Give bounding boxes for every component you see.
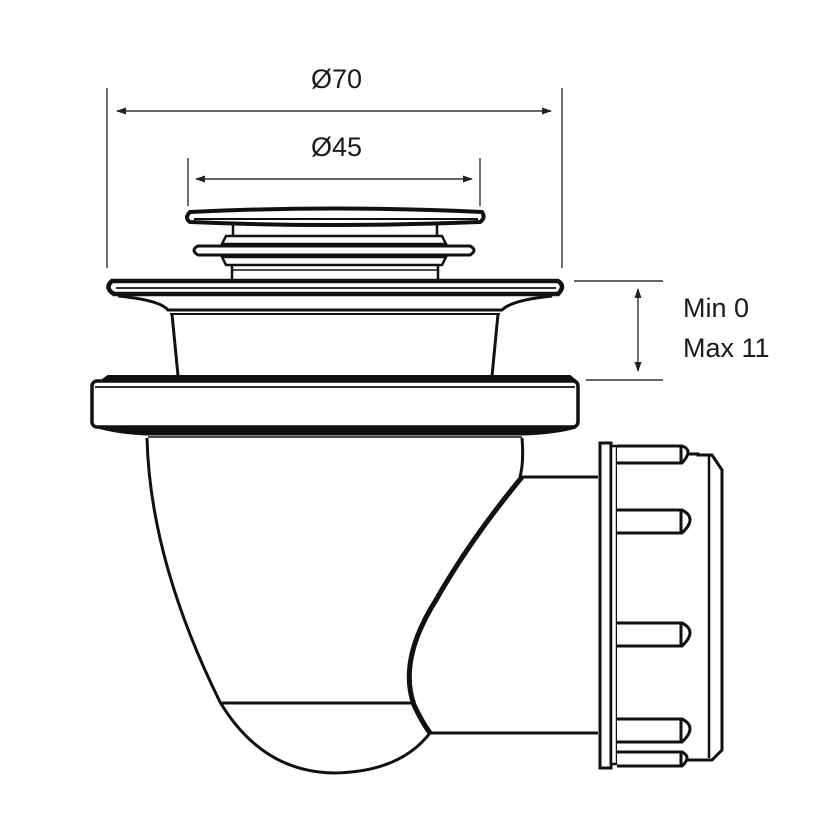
- nut-ribs: [617, 444, 692, 768]
- clamping-ring: [90, 375, 580, 438]
- trap-body: [145, 437, 598, 775]
- flange-plate: [106, 278, 565, 315]
- height-max-label: Max 11: [683, 333, 770, 363]
- upper-neck: [170, 313, 500, 377]
- outer-diameter-dimension: [106, 88, 563, 268]
- inner-diameter-label: Ø45: [311, 132, 363, 162]
- height-min-label: Min 0: [683, 293, 750, 323]
- outlet-nut: [598, 441, 724, 770]
- outer-diameter-label: Ø70: [311, 64, 363, 94]
- height-adjust-dimension: [574, 280, 663, 381]
- strainer-cap: [185, 206, 486, 279]
- inner-diameter-dimension: [187, 158, 481, 206]
